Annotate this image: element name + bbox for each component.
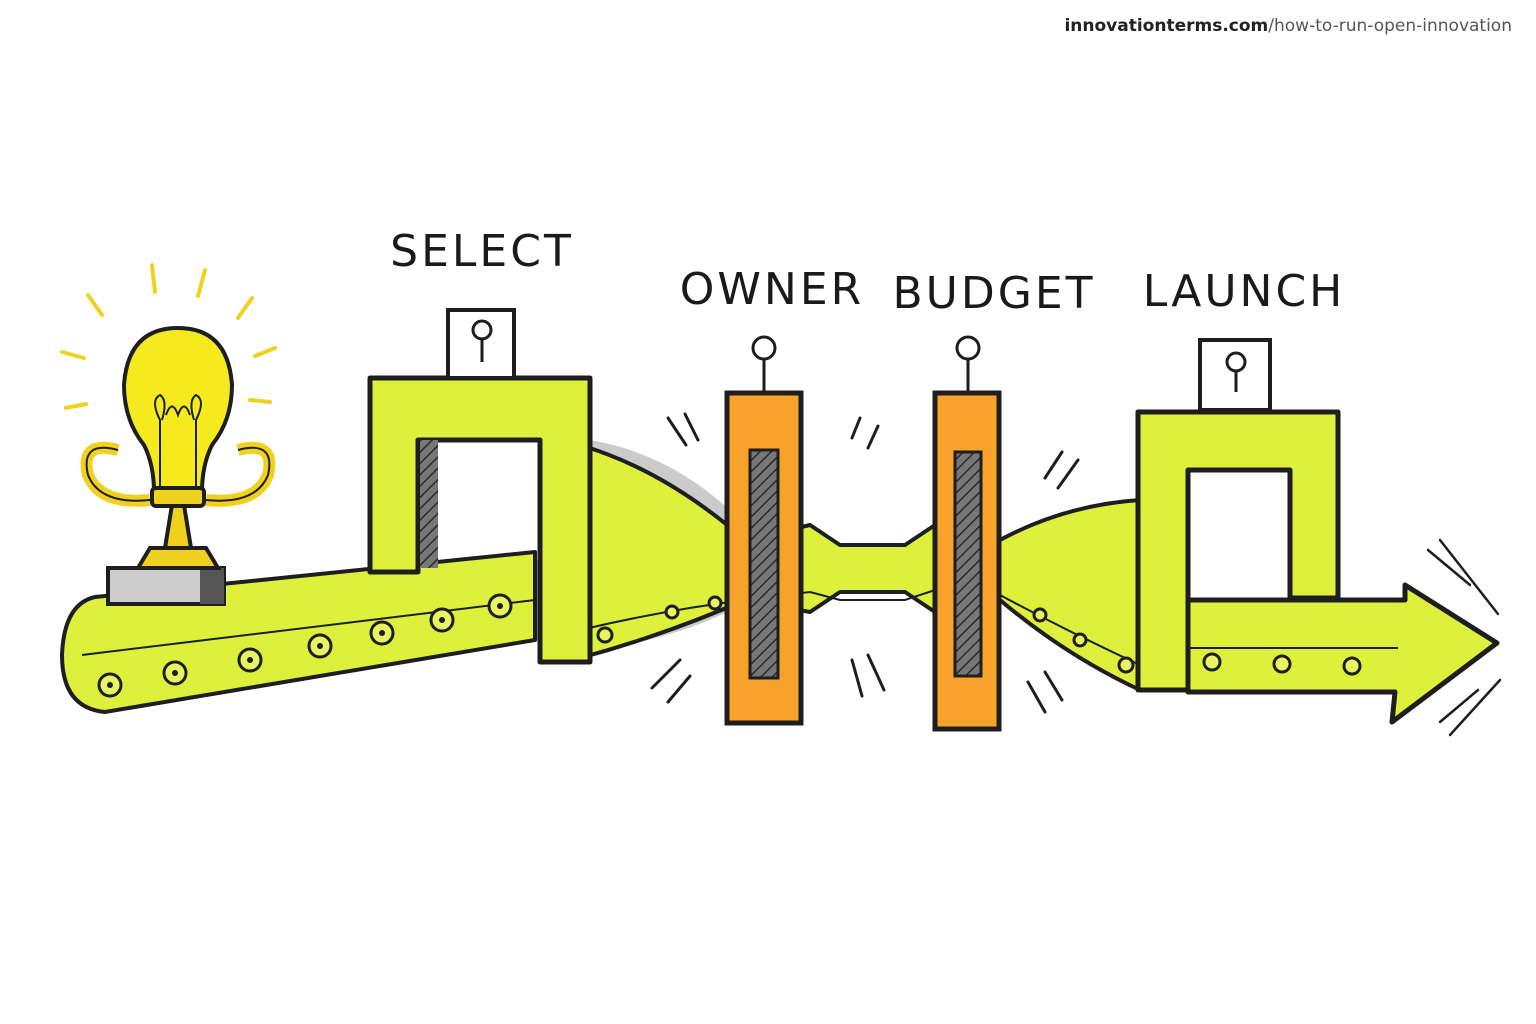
stage-label-owner: OWNER bbox=[679, 264, 865, 315]
bulb-glow-rays bbox=[60, 263, 277, 410]
arrow-right-icon bbox=[1185, 538, 1502, 737]
stage-label-launch: LAUNCH bbox=[1142, 266, 1346, 317]
funnel-stream bbox=[578, 440, 1142, 692]
source-domain: innovationterms.com bbox=[1064, 16, 1269, 36]
conveyor-rollers bbox=[97, 593, 513, 698]
owner-gate bbox=[650, 335, 886, 726]
select-gate bbox=[367, 308, 593, 665]
lightbulb-trophy bbox=[60, 263, 277, 606]
source-url[interactable]: innovationterms.com/how-to-run-open-inno… bbox=[1064, 16, 1512, 36]
source-path: /how-to-run-open-innovation bbox=[1268, 16, 1512, 36]
budget-gate bbox=[932, 335, 1080, 732]
stage-label-select: SELECT bbox=[390, 226, 574, 277]
stage-label-budget: BUDGET bbox=[892, 268, 1096, 319]
